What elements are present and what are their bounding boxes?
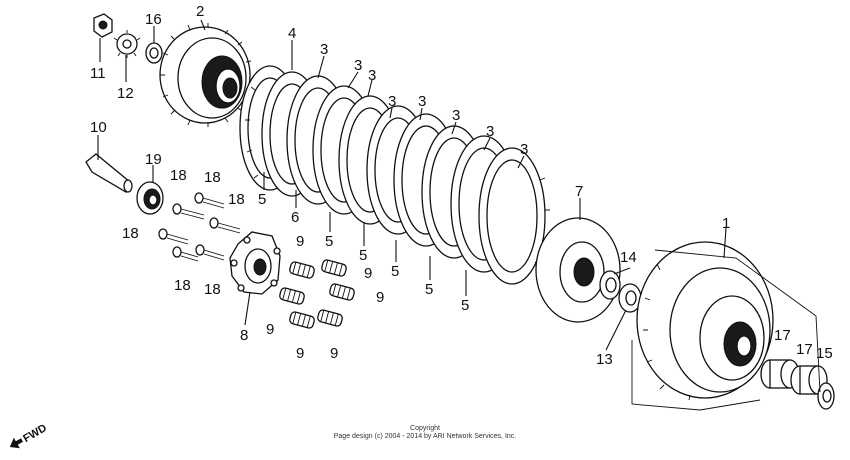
callout-1: 1 — [722, 215, 730, 232]
callout-10: 10 — [90, 119, 107, 136]
part-12-lock-washer — [113, 30, 141, 58]
part-15-thrust-washer — [817, 382, 835, 410]
part-14-washer — [599, 270, 621, 300]
callout-18a: 18 — [170, 167, 187, 184]
housing-outline — [631, 249, 821, 411]
callout-12: 12 — [117, 85, 134, 102]
callout-18b: 18 — [204, 169, 221, 186]
callout-7: 7 — [575, 183, 583, 200]
callout-3d: 3 — [388, 93, 396, 110]
callout-2: 2 — [196, 3, 204, 20]
part-17-needle-bearings — [760, 359, 828, 395]
part-8-lifter-plate — [229, 231, 281, 295]
callout-9e: 9 — [296, 345, 304, 362]
callout-8: 8 — [240, 327, 248, 344]
part-13-washer — [618, 283, 642, 313]
callout-9d: 9 — [266, 321, 274, 338]
callout-5e: 5 — [425, 281, 433, 298]
callout-3h: 3 — [520, 141, 528, 158]
callout-3e: 3 — [418, 93, 426, 110]
callout-9c: 9 — [376, 289, 384, 306]
callout-9a: 9 — [296, 233, 304, 250]
part-10-pushrod — [85, 153, 133, 193]
callout-5f: 5 — [461, 297, 469, 314]
callout-13: 13 — [596, 351, 613, 368]
callout-16: 16 — [145, 11, 162, 28]
callout-11: 11 — [90, 65, 106, 82]
callout-15: 15 — [816, 345, 833, 362]
callout-9f: 9 — [330, 345, 338, 362]
part-16-washer — [145, 42, 163, 64]
callout-3c: 3 — [368, 67, 376, 84]
part-2-clutch-center — [159, 23, 252, 127]
part-19-bearing — [136, 181, 164, 215]
copyright-heading: Copyright — [410, 425, 440, 432]
clutch-plate-stack — [239, 65, 550, 285]
callout-5c: 5 — [359, 247, 367, 264]
callout-9b: 9 — [364, 265, 372, 282]
callout-labels: 2 16 11 12 4 3 3 3 3 3 3 3 3 10 19 18 18… — [90, 3, 833, 368]
callout-3a: 3 — [320, 41, 328, 58]
callout-5d: 5 — [391, 263, 399, 280]
part-11-nut — [93, 13, 113, 38]
callout-19: 19 — [145, 151, 162, 168]
fwd-arrow-icon — [9, 437, 23, 449]
callout-3f: 3 — [452, 107, 460, 124]
callout-6: 6 — [291, 209, 299, 226]
callout-17a: 17 — [774, 327, 791, 344]
copyright-notice: Page design (c) 2004 - 2014 by ARI Netwo… — [333, 433, 517, 440]
part-18-bolts — [158, 192, 241, 262]
callout-18f: 18 — [204, 281, 221, 298]
callout-4: 4 — [288, 25, 296, 42]
part-1-clutch-outer — [636, 241, 774, 401]
callout-3g: 3 — [486, 123, 494, 140]
callout-18d: 18 — [122, 225, 139, 242]
callout-5a: 5 — [258, 191, 266, 208]
part-9-springs — [279, 259, 355, 329]
callout-17b: 17 — [796, 341, 813, 358]
callout-3b: 3 — [354, 57, 362, 74]
callout-18e: 18 — [174, 277, 191, 294]
callout-18c: 18 — [228, 191, 245, 208]
callout-5b: 5 — [325, 233, 333, 250]
part-7-pressure-plate — [535, 217, 621, 323]
leader-lines — [97, 19, 727, 351]
callout-14: 14 — [620, 249, 637, 266]
